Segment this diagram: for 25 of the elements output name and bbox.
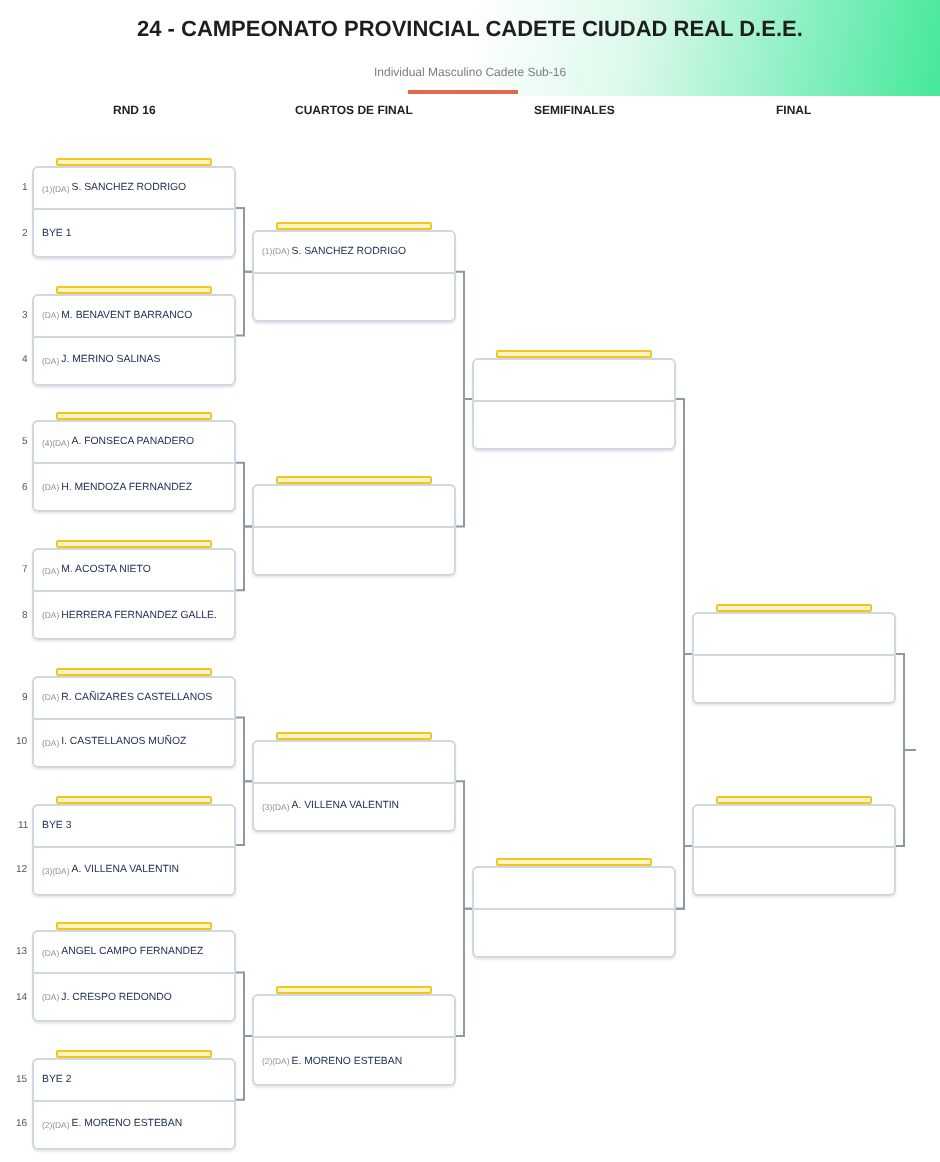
- match-box: [692, 611, 896, 704]
- match-box: [692, 803, 896, 896]
- match-box: [472, 866, 676, 959]
- bracket-line: [895, 748, 917, 847]
- title: 24 - CAMPEONATO PROVINCIAL CADETE CIUDAD REAL D.E.E.: [137, 18, 803, 42]
- match-box: [32, 803, 236, 895]
- match-box: [32, 166, 236, 258]
- match-box: [32, 930, 236, 1023]
- bracket-line: [455, 907, 473, 1038]
- match-box: [32, 675, 236, 768]
- bracket-line: [675, 844, 693, 910]
- match-box: [32, 1057, 236, 1150]
- match-box: [252, 739, 456, 832]
- bracket-line: [455, 398, 473, 528]
- match-box: [32, 293, 236, 386]
- bracket-line: [235, 525, 253, 592]
- match-box: [472, 357, 676, 450]
- match-box: [252, 484, 456, 577]
- bracket-line: [235, 780, 253, 846]
- match-box: [32, 548, 236, 641]
- match-box: [32, 420, 236, 513]
- match-box: [252, 994, 456, 1087]
- bracket-line: [235, 270, 253, 337]
- bracket-line: [235, 1035, 253, 1101]
- match-box: [252, 229, 456, 322]
